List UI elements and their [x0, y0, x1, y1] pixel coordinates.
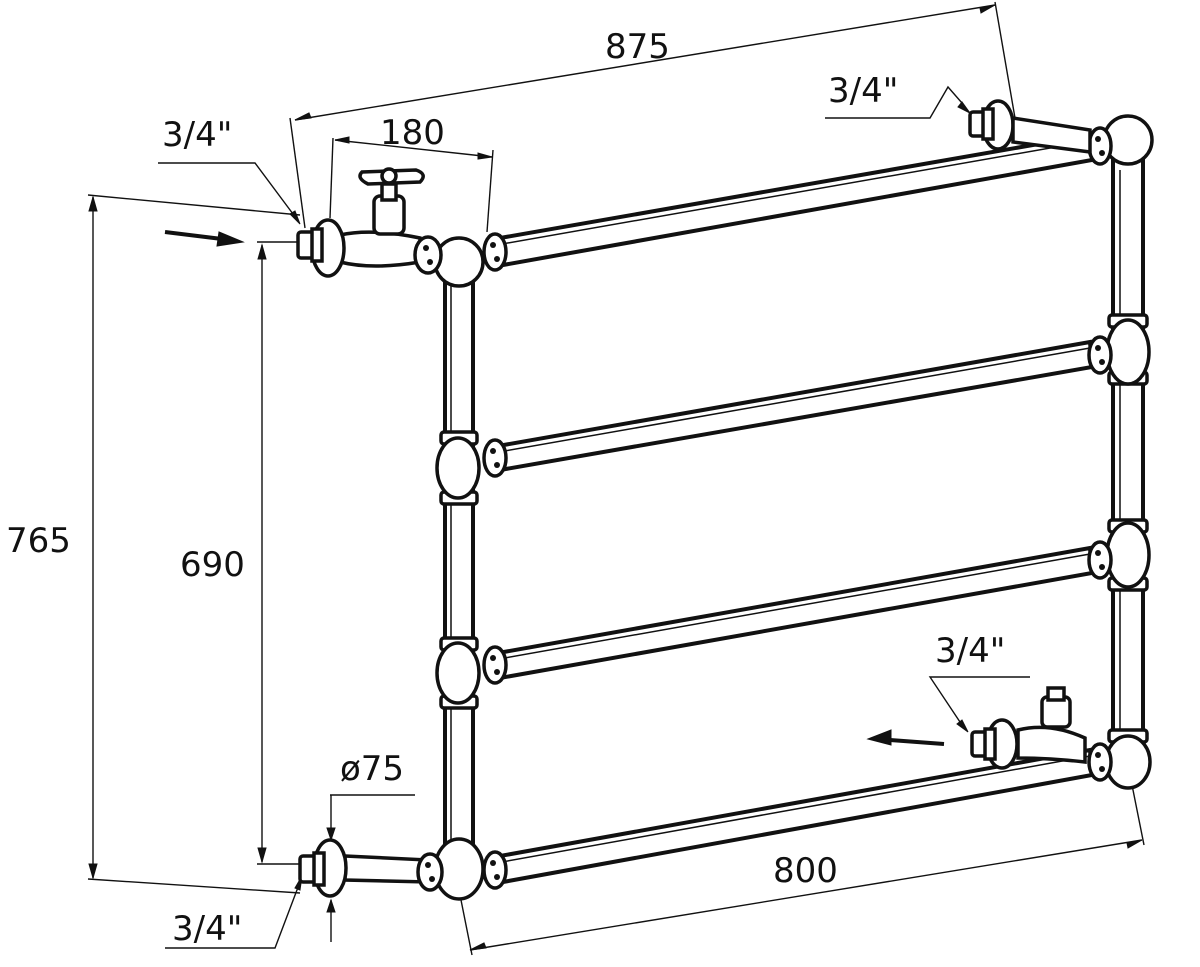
flow-arrow-icon: [164, 230, 245, 247]
connection-label-bottom-left: 3/4": [172, 909, 242, 949]
corner-elbows: [433, 114, 1154, 901]
inlet-connector-top-left: [296, 218, 346, 278]
right-post: [1105, 158, 1151, 752]
horizontal-rails: [495, 132, 1095, 885]
dimension-lines: [87, 1, 1145, 956]
dimension-diameter: ø75: [340, 749, 404, 789]
connection-label-top-right: 3/4": [828, 71, 898, 111]
connection-label-bottom-right: 3/4": [935, 631, 1005, 671]
left-post: [435, 266, 481, 865]
connection-label-inlet: 3/4": [162, 115, 232, 155]
rail-end-nuts: [482, 126, 1113, 890]
connector-bottom-right: [970, 686, 1087, 770]
dimension-overall-width: 875: [605, 27, 670, 67]
hand-wheel-valve-icon: [338, 167, 443, 275]
connector-bottom-left: [298, 838, 444, 898]
dimension-bottom-width: 800: [773, 851, 838, 891]
dimension-overall-height: 765: [6, 521, 71, 561]
flow-arrow-icon: [866, 729, 945, 746]
dimension-valve-offset: 180: [380, 113, 445, 153]
connector-top-right: [968, 99, 1092, 154]
dimension-center-height: 690: [180, 545, 245, 585]
